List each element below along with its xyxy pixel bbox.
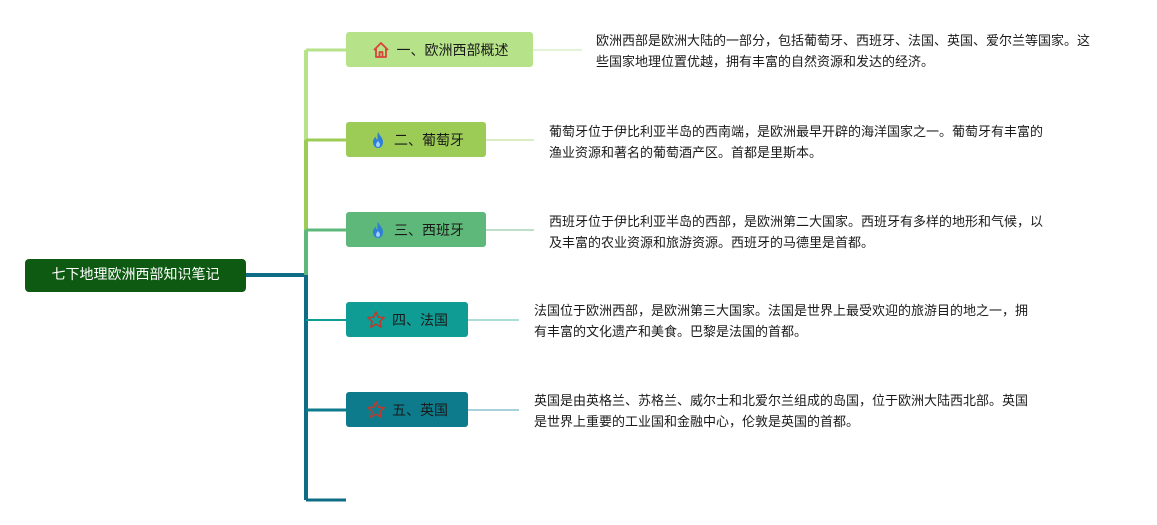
topic-description: 法国位于欧洲西部，是欧洲第三大国家。法国是世界上最受欢迎的旅游目的地之一，拥有丰…: [534, 304, 1029, 340]
topic-label: 一、欧洲西部概述: [396, 42, 509, 59]
topic-node-uk[interactable]: 五、英国: [346, 392, 468, 427]
topic-description: 欧洲西部是欧洲大陆的一部分，包括葡萄牙、西班牙、法国、英国、爱尔兰等国家。这些国…: [596, 34, 1091, 70]
root-node[interactable]: 七下地理欧洲西部知识笔记: [25, 259, 246, 292]
star-icon: [366, 310, 386, 330]
topic-label: 二、葡萄牙: [394, 132, 464, 149]
topic-description: 葡萄牙位于伊比利亚半岛的西南端，是欧洲最早开辟的海洋国家之一。葡萄牙有丰富的渔业…: [549, 125, 1044, 161]
topic-node-spain[interactable]: 三、西班牙: [346, 212, 486, 247]
topic-label: 四、法国: [392, 312, 448, 329]
topic-description: 英国是由英格兰、苏格兰、威尔士和北爱尔兰组成的岛国，位于欧洲大陆西北部。英国是世…: [534, 394, 1029, 430]
flame-icon: [368, 130, 388, 150]
topic-label: 三、西班牙: [394, 222, 464, 239]
topic-node-portugal[interactable]: 二、葡萄牙: [346, 122, 486, 157]
flame-icon: [368, 220, 388, 240]
star-icon: [366, 400, 386, 420]
topic-label: 五、英国: [392, 402, 448, 419]
topic-node-overview[interactable]: 一、欧洲西部概述: [346, 32, 533, 67]
root-label: 七下地理欧洲西部知识笔记: [51, 267, 220, 283]
topic-node-france[interactable]: 四、法国: [346, 302, 468, 337]
house-icon: [371, 40, 391, 60]
topic-description: 西班牙位于伊比利亚半岛的西部，是欧洲第二大国家。西班牙有多样的地形和气候，以及丰…: [549, 215, 1044, 251]
